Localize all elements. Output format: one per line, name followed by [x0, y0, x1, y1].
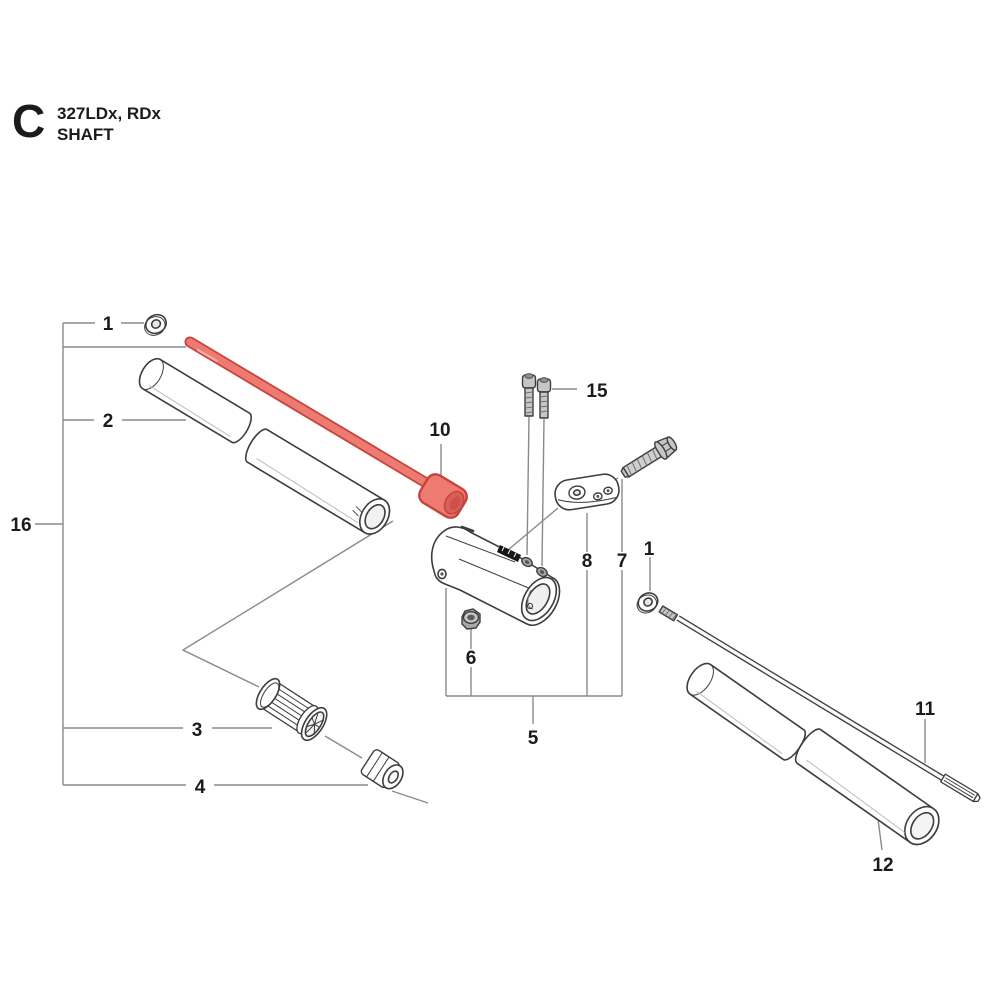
callout-bracket-5	[445, 479, 623, 724]
part-3-shaft-liner	[255, 677, 328, 742]
part-label-2: 2	[103, 411, 114, 432]
part-label-6: 6	[466, 648, 477, 669]
assembly-axis-lines	[181, 520, 429, 804]
part-15-screws	[521, 373, 552, 419]
part-label-8: 8	[582, 551, 593, 572]
model-names: 327LDx, RDx	[57, 104, 161, 123]
part-label-1-right: 1	[644, 539, 655, 560]
part-label-4: 4	[195, 777, 206, 798]
part-label-5: 5	[528, 728, 539, 749]
part-label-16: 16	[10, 515, 31, 536]
part-label-11: 11	[915, 699, 936, 720]
part-label-10: 10	[429, 420, 450, 441]
part-12-tube-segment-a	[686, 662, 807, 761]
callout-bracket-16	[35, 322, 368, 786]
part-1-washer-left	[144, 313, 167, 336]
part-label-1-left: 1	[103, 314, 114, 335]
part-11-drive-shaft-lower	[658, 605, 981, 803]
part-12-tube-segment-b	[794, 728, 940, 846]
leader-lines	[440, 388, 926, 851]
part-2-tube-segment-b	[244, 428, 391, 535]
part-10-drive-shaft	[184, 336, 468, 519]
part-label-12: 12	[872, 855, 893, 876]
part-label-15: 15	[586, 381, 608, 402]
part-5-coupler-clamp	[430, 525, 561, 626]
part-6-lock-nut	[461, 608, 481, 630]
section-letter: C	[12, 95, 46, 147]
part-label-3: 3	[192, 720, 203, 741]
page-title: SHAFT	[57, 125, 114, 144]
part-label-7: 7	[617, 551, 628, 572]
part-7-bolt	[620, 436, 678, 478]
part-2-tube-segment-a	[138, 357, 252, 444]
part-8-clamp-plate	[554, 473, 620, 511]
part-1-washer-right	[636, 592, 659, 614]
part-4-bushing	[360, 749, 404, 790]
header-text-block: 327LDx, RDx SHAFT	[57, 103, 161, 145]
